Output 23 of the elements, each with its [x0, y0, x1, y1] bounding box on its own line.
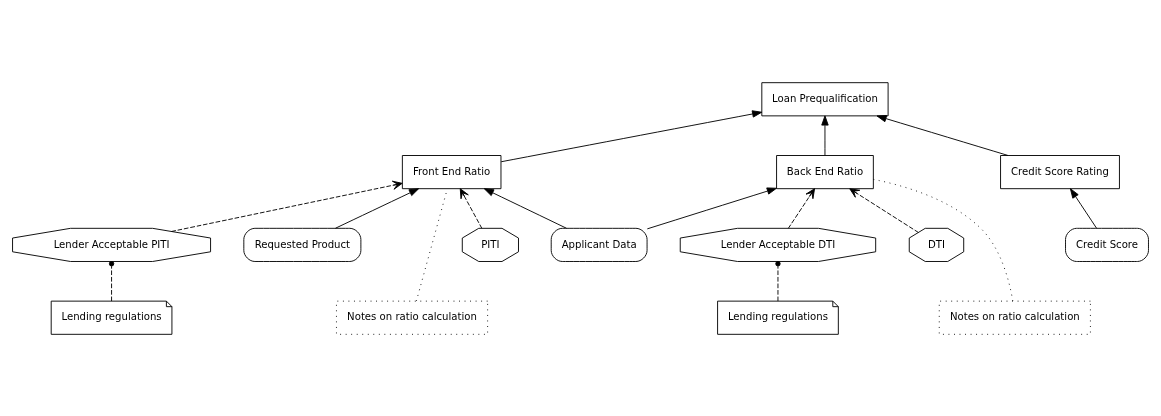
connector [775, 260, 781, 301]
node-box: Notes on ratio calculation [336, 300, 489, 335]
node-box: Requested Product [243, 227, 362, 262]
node-box: Loan Prequalification [761, 81, 889, 116]
node-box: Credit Score Rating [1000, 154, 1120, 189]
arrow [646, 187, 777, 229]
node-box: Notes on ratio calculation [938, 300, 1091, 335]
node-box: Back End Ratio [776, 154, 874, 189]
connector [108, 260, 115, 301]
node-box: Front End Ratio [401, 154, 502, 189]
arrow [500, 109, 763, 162]
arrow [821, 114, 829, 156]
arrow [876, 114, 1009, 156]
arrow [1069, 187, 1098, 229]
node-box: Credit Score [1065, 227, 1149, 262]
arrow [171, 180, 403, 232]
arrow [787, 187, 815, 229]
arrow [849, 187, 919, 233]
arrow [483, 187, 567, 229]
connector [873, 178, 1014, 301]
arrow [335, 187, 420, 229]
arrow [459, 187, 483, 229]
node-box: Applicant Data [550, 227, 648, 262]
